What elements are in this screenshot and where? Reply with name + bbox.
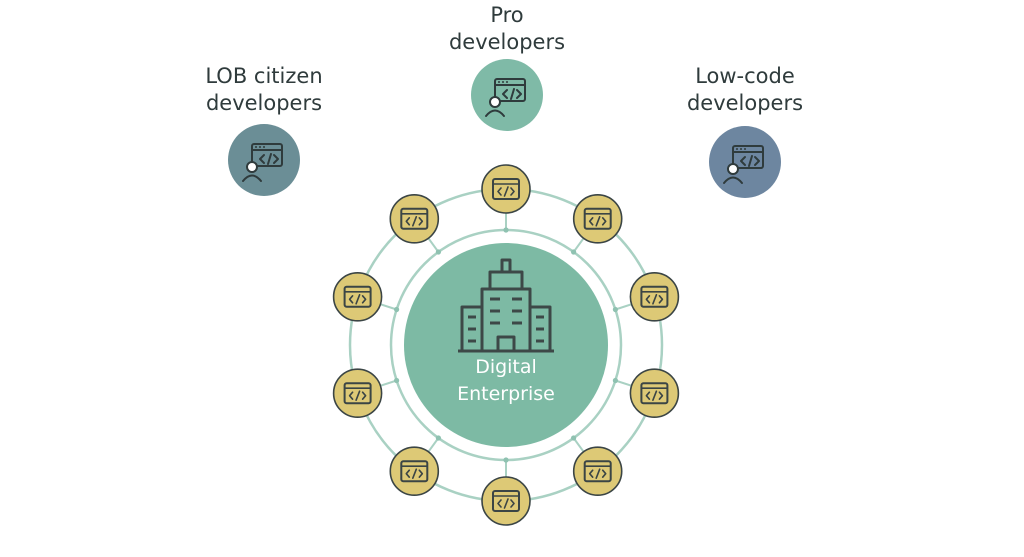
code-node-circle (572, 194, 623, 244)
pro-developers-label: Pro developers (427, 2, 587, 56)
connection-dot (394, 306, 400, 313)
pro-developers-label-line2: developers (448, 30, 566, 54)
code-node-circle (332, 368, 383, 419)
connection-dot (435, 249, 441, 255)
digital-enterprise-circle (404, 243, 608, 447)
low-code-developers-circle (709, 126, 781, 198)
code-node-circle (332, 271, 383, 322)
low-code-developers-label: Low-code developers (665, 63, 825, 117)
code-node (332, 368, 383, 419)
code-node (629, 271, 680, 322)
lob-citizen-developers-label: LOB citizen developers (184, 63, 344, 117)
code-node (629, 368, 680, 419)
code-node-circle (572, 446, 623, 497)
digital-enterprise-label: Digital Enterprise (426, 354, 586, 408)
lob-label-line2: developers (205, 91, 323, 115)
code-node-circle (629, 368, 680, 419)
connection-dot (571, 249, 577, 255)
lob-label-line1: LOB citizen (205, 64, 323, 88)
connection-dot (612, 377, 619, 384)
connection-dot (612, 306, 619, 313)
pro-developers-circle (471, 59, 543, 131)
connection-dot (435, 435, 441, 441)
pro-developers-label-line1: Pro (490, 3, 524, 27)
center-label-line2: Enterprise (457, 383, 555, 405)
code-node (332, 271, 383, 322)
code-nodes (332, 164, 680, 526)
center-label-line1: Digital (475, 356, 537, 378)
connection-dot (394, 377, 400, 384)
code-node-circle (629, 271, 680, 322)
code-node-circle (389, 194, 440, 244)
code-node-circle (481, 476, 531, 526)
code-node-circle (481, 164, 531, 214)
code-node (572, 446, 623, 497)
low-code-label-line2: developers (686, 91, 804, 115)
connection-dot (503, 457, 509, 463)
lob-citizen-developers-circle (228, 124, 300, 196)
code-node (389, 446, 440, 497)
code-node-circle (389, 446, 440, 497)
code-node (481, 164, 531, 214)
connection-dot (503, 227, 509, 233)
code-node (389, 194, 440, 244)
code-node (572, 194, 623, 244)
connection-dot (571, 435, 577, 441)
code-node (481, 476, 531, 526)
low-code-label-line1: Low-code (695, 64, 795, 88)
